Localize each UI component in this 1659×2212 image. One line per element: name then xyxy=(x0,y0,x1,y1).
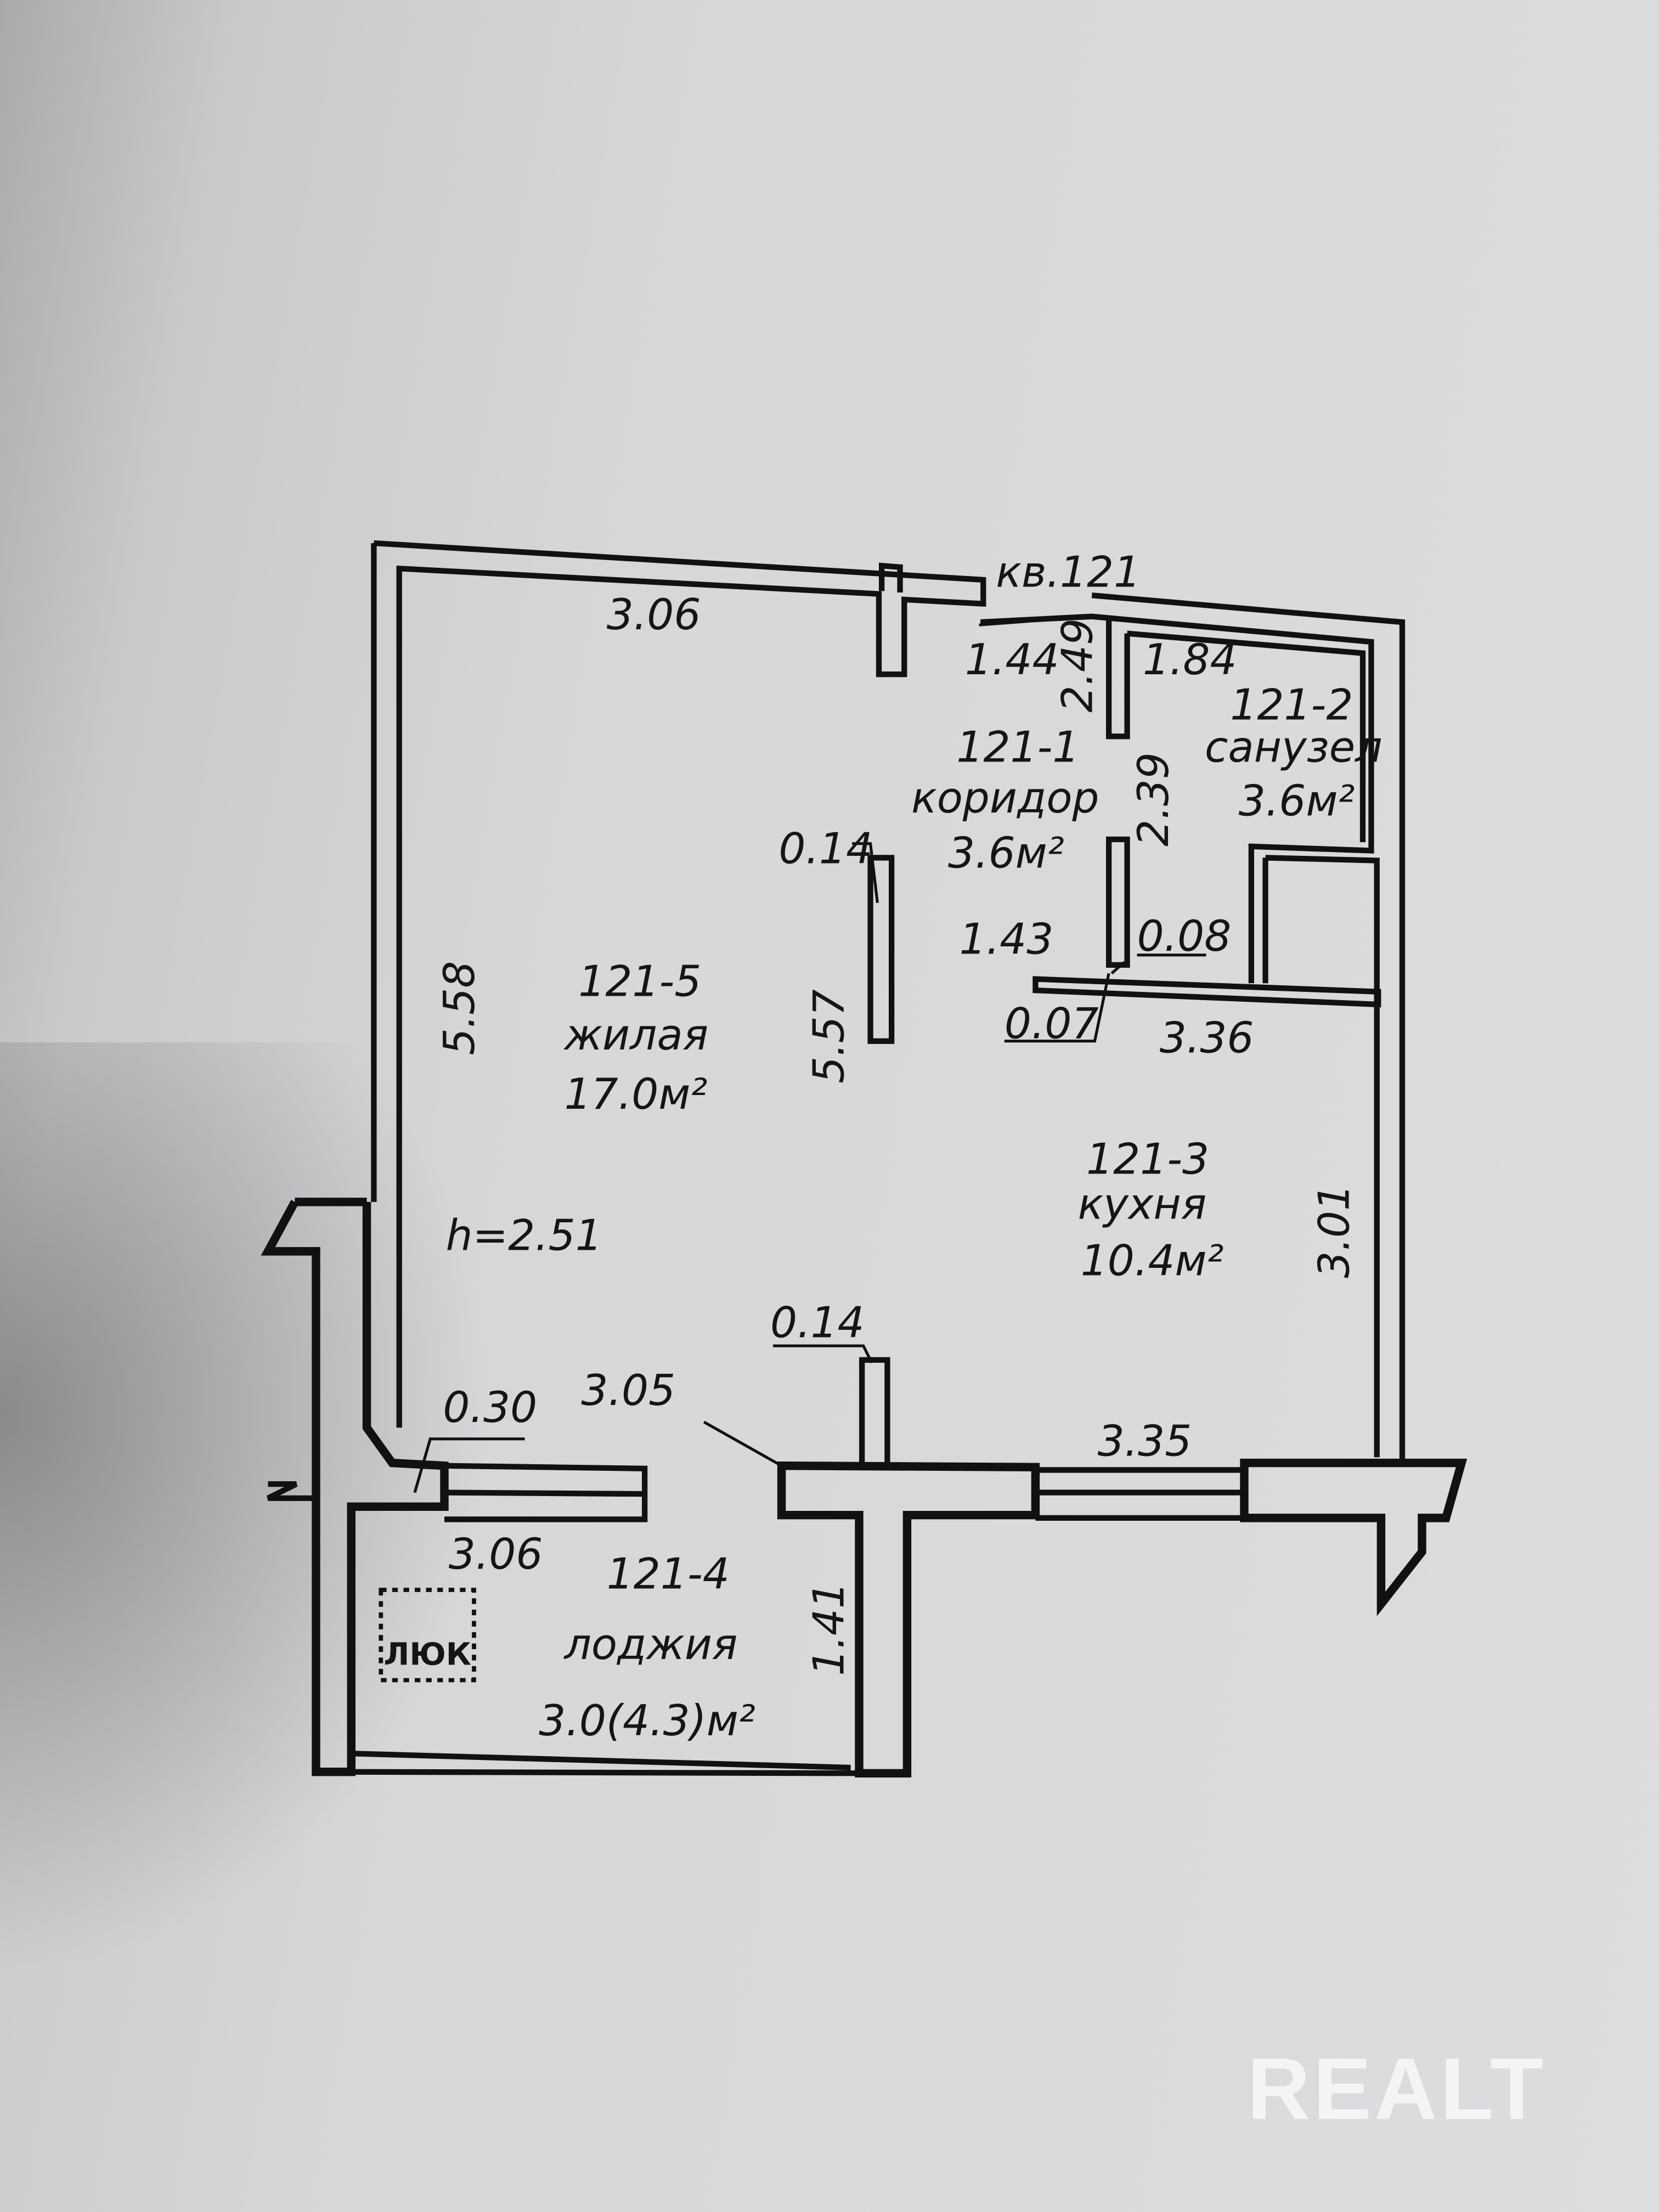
wall-kitchen-top xyxy=(1032,976,1381,1008)
wall-left-bump xyxy=(261,1198,449,1776)
wall-bath-inner2 xyxy=(1127,630,1366,843)
dim-living-right: 5.57 xyxy=(805,989,854,1084)
room-121-1-id: 121-1 xyxy=(956,723,1079,772)
dim-partition-low: 0.14 xyxy=(770,1299,865,1348)
room-121-2-name: санузел xyxy=(1205,723,1383,772)
room-121-1-area: 3.6м² xyxy=(948,828,1064,878)
dim-corr-top: 1.44 xyxy=(965,635,1059,685)
room-121-2-id: 121-2 xyxy=(1230,680,1353,730)
room-121-4-name: лоджия xyxy=(563,1620,738,1669)
wall-bath-box xyxy=(1262,855,1380,1458)
walls xyxy=(261,540,1468,1778)
realt-watermark: REALT xyxy=(1247,2040,1546,2137)
wall-center-block xyxy=(777,1461,1040,1778)
dim-loggia-side: 1.41 xyxy=(805,1582,854,1676)
partition-low xyxy=(859,1357,890,1469)
dim-bath-wall: 0.08 xyxy=(1137,912,1232,961)
dim-corr-bottom: 1.43 xyxy=(960,915,1054,964)
dim-kitchen-bottom: 3.35 xyxy=(1098,1417,1192,1466)
wall-top-right xyxy=(1091,592,1406,1463)
dim-partition-mid: 0.14 xyxy=(778,825,873,874)
room-121-4-id: 121-4 xyxy=(607,1549,730,1599)
room-121-2-area: 3.6м² xyxy=(1239,776,1355,826)
wall-corridor-upper xyxy=(1106,620,1130,740)
dim-kitchen-right: 3.01 xyxy=(1310,1184,1359,1278)
dim-balcony-wall: 0.30 xyxy=(443,1383,537,1432)
ceiling-height: h=2.51 xyxy=(446,1211,602,1260)
loggia-bottom xyxy=(351,1751,860,1776)
hatch-box xyxy=(379,1588,476,1683)
window-right xyxy=(1035,1467,1244,1521)
wall-corridor-lower xyxy=(1106,836,1130,968)
room-121-4-area: 3.0(4.3)м² xyxy=(539,1696,755,1746)
dim-corr-vert-top: 2.49 xyxy=(1053,618,1102,713)
leader-lines xyxy=(413,615,1206,1493)
window-left xyxy=(444,1463,648,1522)
apartment-label: кв.121 xyxy=(996,548,1141,597)
room-121-3-area: 10.4м² xyxy=(1081,1237,1224,1286)
wall-right-block xyxy=(1240,1458,1468,1617)
room-121-3-name: кухня xyxy=(1078,1180,1207,1229)
dim-kitchen-top: 3.36 xyxy=(1160,1013,1254,1063)
room-121-5-area: 17.0м² xyxy=(565,1070,708,1119)
dim-loggia-top: 3.06 xyxy=(449,1530,543,1579)
wall-left-stub xyxy=(267,1481,316,1501)
wall-stub xyxy=(879,562,903,592)
dim-living-bottom: 3.05 xyxy=(581,1366,675,1415)
room-121-1-name: коридор xyxy=(911,774,1099,823)
room-121-5-name: жилая xyxy=(563,1011,709,1060)
dim-living-left: 5.58 xyxy=(435,961,484,1056)
hatch-label: ЛЮК xyxy=(383,1636,471,1672)
wall-top-left xyxy=(374,540,986,1428)
room-121-5-id: 121-5 xyxy=(578,957,701,1006)
dim-bath-top: 1.84 xyxy=(1143,635,1237,685)
dim-wall-07: 0.07 xyxy=(1005,1000,1099,1049)
partition-mid xyxy=(867,855,895,1044)
dim-top-living: 3.06 xyxy=(607,590,701,640)
room-121-3-id: 121-3 xyxy=(1086,1135,1209,1184)
dim-corr-vert: 2.39 xyxy=(1129,752,1178,847)
